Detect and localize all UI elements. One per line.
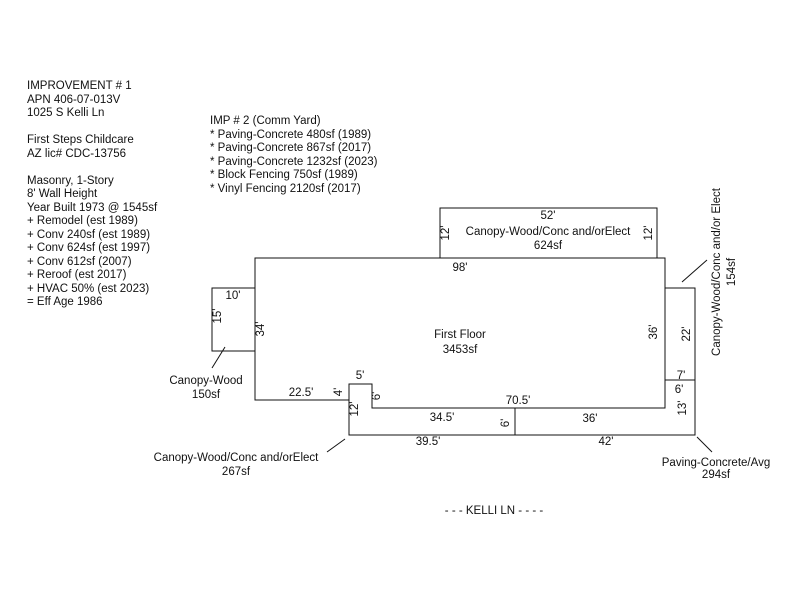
first-floor-area: 3453sf [443,344,478,356]
first-floor-label: First Floor [434,329,486,341]
imp2-line: * Paving-Concrete 867sf (2017) [210,142,372,154]
dim-label: 10' [226,290,241,302]
leader-front-canopy [326,438,346,453]
dim-label: 34.5' [430,412,455,424]
canopy-front-label: Canopy-Wood/Conc and/orElect [154,452,320,464]
improvement-line: = Eff Age 1986 [27,296,103,308]
dim-label: 12' [643,226,655,241]
dim-label: 52' [541,210,556,222]
improvement-line: First Steps Childcare [27,134,134,146]
dim-label: 39.5' [416,436,441,448]
imp2-line: * Block Fencing 750sf (1989) [210,169,358,181]
dim-label: 15' [212,309,224,324]
dim-label: 6' [500,419,512,428]
leader-right-canopy [681,259,708,283]
improvement-line: + HVAC 50% (est 2023) [27,282,150,295]
imp2-line: * Vinyl Fencing 2120sf (2017) [210,182,361,195]
imp2-line: * Paving-Concrete 1232sf (2023) [210,155,378,168]
canopy-top-outline [439,207,658,258]
dim-label: 4' [333,388,345,397]
dim-label: 22' [681,327,693,342]
front-canopy-outline [348,380,696,436]
canopy-right-area: 154sf [726,257,738,286]
improvement-line: 8' Wall Height [27,188,98,200]
canopy-top-label: Canopy-Wood/Conc and/orElect [466,226,632,238]
paving-area: 294sf [702,469,731,481]
dim-label: 6' [675,384,684,396]
leader-left-canopy [211,346,226,369]
canopy-front-area: 267sf [222,466,251,478]
dim-label: 36' [648,325,660,340]
improvement-line: APN 406-07-013V [27,93,121,106]
dim-label: 70.5' [506,395,531,407]
dim-label: 22.5' [289,387,314,399]
improvement-line: + Conv 624sf (est 1997) [27,242,151,254]
improvement-line: AZ lic# CDC-13756 [27,147,127,160]
dim-label: 6' [371,392,383,401]
canopy-top-area: 624sf [534,240,563,252]
improvement-line: + Reroof (est 2017) [27,269,127,281]
dim-label: 7' [677,370,686,382]
dim-label: 5' [356,370,365,382]
first-floor-outline [254,257,666,409]
imp2-line: IMP # 2 (Comm Yard) [210,115,321,127]
canopy-right-outline [665,287,696,381]
improvement-line: + Remodel (est 1989) [27,215,138,227]
improvement-line: + Conv 240sf (est 1989) [27,228,151,241]
dim-label: 12' [440,226,452,241]
canopy-left-area: 150sf [192,389,221,401]
canopy-left-outline [211,287,255,352]
dim-label: 12' [349,402,361,417]
improvement-1-notes: IMPROVEMENT # 1 APN 406-07-013V 1025 S K… [27,80,157,310]
dim-label: 36' [583,413,598,425]
improvement-2-notes: IMP # 2 (Comm Yard) * Paving-Concrete 48… [210,115,378,196]
improvement-line: Masonry, 1-Story [27,174,114,187]
improvement-line: + Conv 612sf (2007) [27,255,132,268]
imp2-line: * Paving-Concrete 480sf (1989) [210,128,372,141]
improvement-line: IMPROVEMENT # 1 [27,80,132,92]
street-label: - - - KELLI LN - - - - [445,505,544,517]
dim-label: 13' [677,401,689,416]
paving-label: Paving-Concrete/Avg [662,457,770,469]
dim-label: 34' [255,322,267,337]
dim-label: 42' [599,436,614,448]
improvement-line: Year Built 1973 @ 1545sf [27,201,158,214]
leader-paving [696,436,713,453]
canopy-right-label: Canopy-Wood/Conc and/or Elect [711,187,723,356]
improvement-line: 1025 S Kelli Ln [27,107,105,119]
dim-label: 98' [453,262,468,274]
canopy-left-label: Canopy-Wood [169,375,242,387]
